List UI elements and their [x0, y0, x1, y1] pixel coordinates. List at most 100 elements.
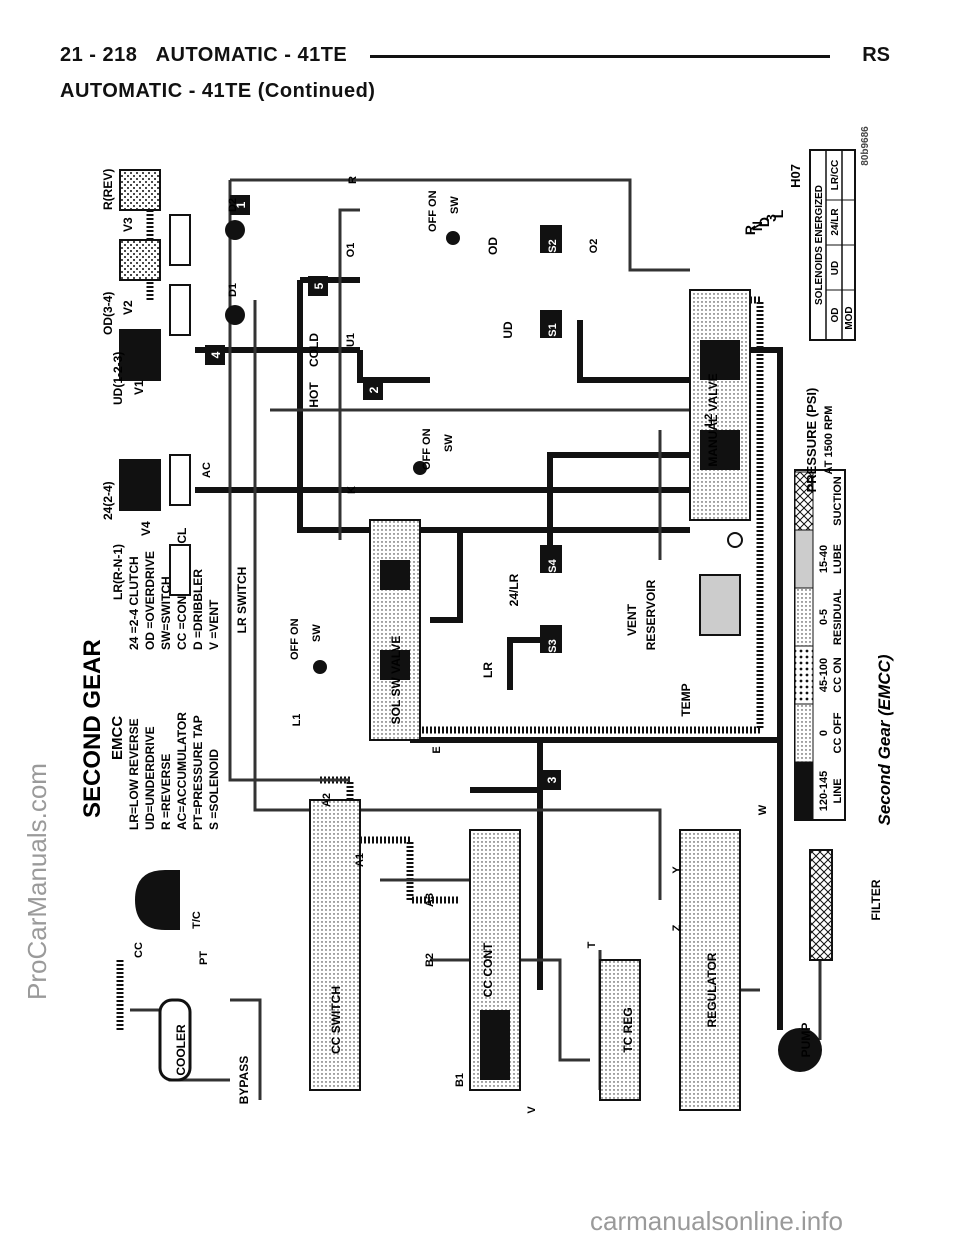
switch-sw-label: SW	[311, 624, 323, 642]
component-label: PUMP	[799, 1023, 813, 1058]
clutch-label: R(REV)	[101, 169, 115, 210]
line-label: E	[431, 746, 443, 753]
valve-label: V1	[132, 380, 146, 395]
pressure-name: CC ON	[832, 657, 844, 693]
check-ball-number: 2	[367, 386, 381, 393]
pressure-swatch	[794, 587, 814, 647]
solenoid-name: 24/LR	[507, 573, 521, 606]
check-ball-box	[230, 195, 250, 215]
solenoid-label: S3	[547, 639, 559, 652]
header-model: RS	[862, 44, 890, 66]
gear-position: D	[756, 217, 772, 227]
solenoid-name: LR	[481, 662, 495, 678]
component-label: VENT	[625, 603, 639, 636]
legend-left-line: LR=LOW REVERSE	[127, 718, 141, 830]
check-ball-box	[308, 276, 328, 296]
solenoid-table-row: MOD	[844, 306, 855, 329]
page-reference: 21 - 218 AUTOMATIC - 41TE	[60, 44, 347, 67]
gear-position: L	[770, 209, 786, 218]
switch-off-on-label: OFF ON	[421, 428, 433, 470]
pressure-name: LUBE	[832, 544, 844, 574]
legend-left-line: PT=PRESSURE TAP	[191, 715, 205, 830]
pressure-value: 0-5	[818, 609, 830, 625]
switch-off-on-label: OFF ON	[427, 190, 439, 232]
pressure-name: CC OFF	[832, 712, 844, 753]
component-label: REGULATOR	[705, 952, 719, 1027]
figure-image-id: 80b9686	[860, 126, 871, 166]
thermo-hot-label: HOT	[307, 382, 321, 408]
section-name: AUTOMATIC - 41TE	[155, 44, 348, 66]
check-ball-box	[205, 345, 225, 365]
check-ball-number: 1	[234, 201, 248, 208]
pressure-swatch	[794, 645, 814, 705]
watermark-bottom: carmanualsonline.info	[590, 1206, 843, 1236]
component-label: CC CONT	[481, 942, 495, 997]
line-label: B1	[454, 1073, 466, 1087]
line-label: K	[346, 486, 358, 494]
component-label: RESERVOIR	[644, 579, 658, 650]
manual-valve	[689, 289, 751, 521]
legend-right-line: D =DRIBBLER	[191, 569, 205, 650]
figure-title: SECOND GEAR	[79, 639, 106, 818]
line-label: PT	[198, 951, 210, 965]
solenoid-table-header: OD	[830, 308, 841, 323]
clutch-label: LR(R-N-1)	[111, 544, 125, 600]
component-label: LR SWITCH	[235, 567, 249, 634]
component-label: SOL SW VALVE	[389, 636, 403, 725]
switch-off-on-label: OFF ON	[289, 618, 301, 660]
pressure-value: 120-145	[818, 771, 830, 811]
pressure-name: SUCTION	[832, 476, 844, 526]
clutch-row: LR(R-N-1)24(2-4)UD(1-2-3)OD(3-4)R(REV) V…	[101, 169, 245, 600]
valve-label: V4	[139, 521, 153, 536]
pressure-value: 0	[818, 730, 830, 736]
switch-sw-label: SW	[449, 196, 461, 214]
check-ball-box	[363, 380, 383, 400]
line-label: D2	[227, 198, 239, 212]
check-ball-number: 3	[545, 776, 559, 783]
line-label: A1	[354, 853, 366, 867]
line-label: R	[347, 176, 359, 184]
solenoid-label: S2	[547, 239, 559, 252]
check-ball-box	[541, 770, 561, 790]
line-label: B2	[424, 953, 436, 967]
valve-label: V2	[121, 300, 135, 315]
gear-position: R	[742, 225, 758, 235]
figure-subtitle: EMCC	[109, 716, 126, 760]
gear-position: N	[749, 221, 765, 231]
pressure-name: LINE	[832, 778, 844, 803]
clutch-label: 24(2-4)	[101, 481, 115, 520]
line-label: L2	[703, 414, 715, 427]
line-label: U1	[345, 333, 357, 347]
legend-left-line: AC=ACCUMULATOR	[175, 712, 189, 830]
solenoid-table-header: LR/CC	[830, 160, 841, 191]
component-label: FILTER	[869, 879, 883, 920]
pressure-legend-subtitle: AT 1500 RPM	[823, 406, 835, 475]
pressure-value: 15-40	[818, 545, 830, 573]
solenoid-name: OD	[486, 237, 500, 255]
pressure-swatch	[794, 703, 814, 763]
pressure-swatch	[794, 761, 814, 821]
line-label: Y	[671, 866, 683, 874]
check-ball-number: 5	[312, 282, 326, 289]
line-label: W	[757, 804, 769, 815]
legend-right-line: 24 =2-4 CLUTCH	[127, 556, 141, 650]
solenoid-name: UD	[501, 321, 515, 339]
line-label: A2	[321, 793, 333, 807]
line-label: O1	[345, 243, 357, 258]
check-ball-markers: 1 2 3 4 5	[205, 195, 561, 790]
component-label: CC SWITCH	[329, 986, 343, 1054]
line-label: CC	[133, 942, 145, 958]
legend-left-line: S =SOLENOID	[207, 749, 221, 830]
valve-label: V3	[121, 217, 135, 232]
line-label: T	[586, 941, 598, 948]
check-ball-number: 4	[209, 351, 223, 358]
component-label: COOLER	[174, 1024, 188, 1076]
page-number: 21 - 218	[60, 44, 138, 66]
pressure-swatch	[794, 529, 814, 589]
solenoid-label: S4	[547, 558, 559, 572]
component-label: TC REG	[621, 1007, 635, 1052]
legend-right-line: V =VENT	[207, 599, 221, 650]
